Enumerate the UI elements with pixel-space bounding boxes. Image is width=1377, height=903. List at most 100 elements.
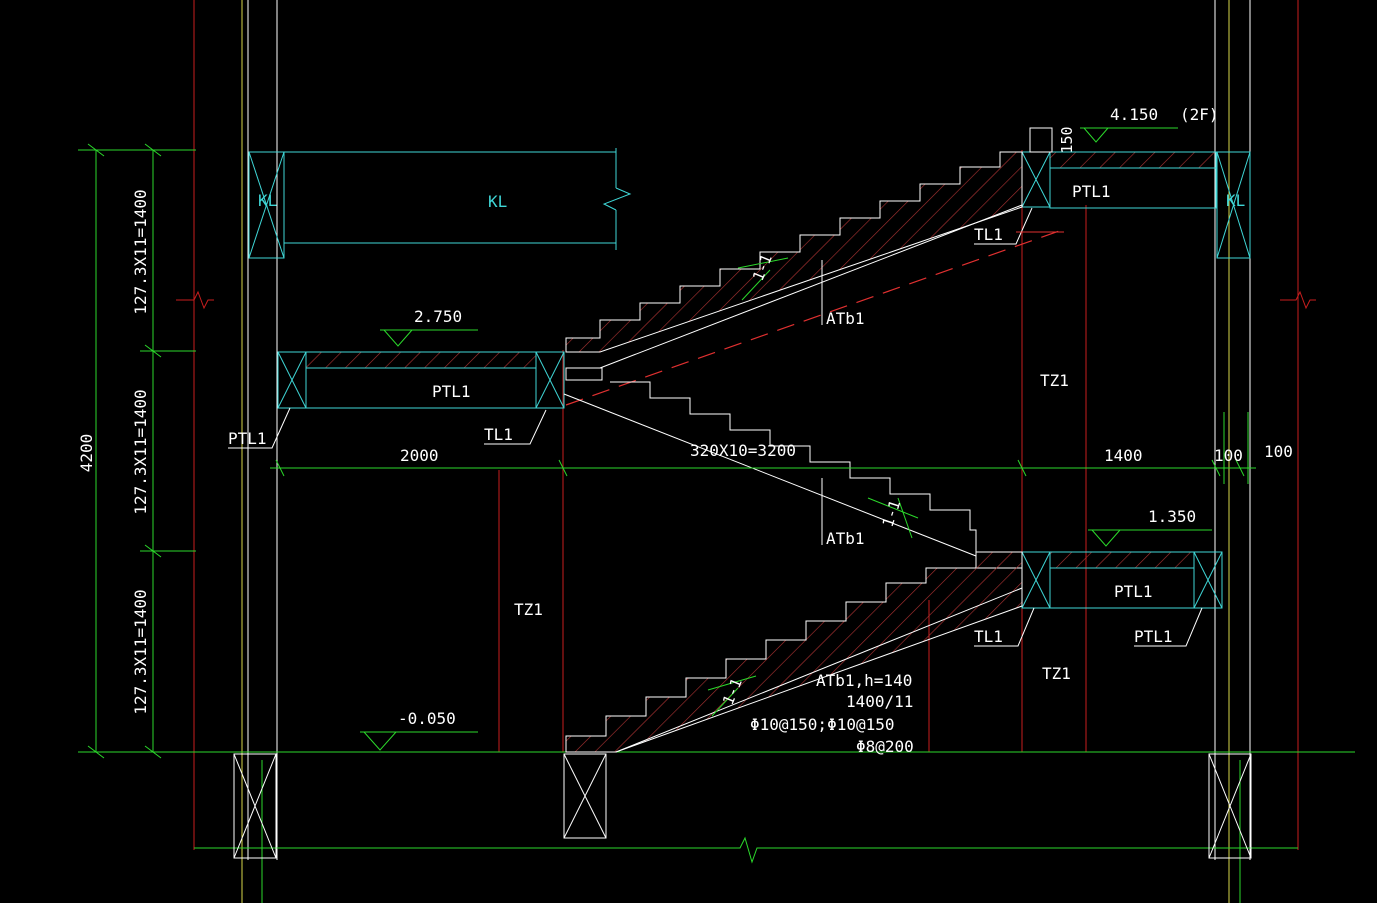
elev-mid-marker bbox=[1088, 529, 1212, 547]
tick-b bbox=[87, 745, 105, 759]
ptl-mid-x2 bbox=[1193, 551, 1223, 609]
dim-flight-lower: 127.3X11=1400 bbox=[131, 589, 150, 714]
label-ptl-mid-tag: PTL1 bbox=[1134, 627, 1173, 646]
tl-left-box bbox=[535, 351, 565, 409]
section-mark-middle-b bbox=[897, 497, 913, 539]
elev-top-note: (2F) bbox=[1180, 105, 1219, 124]
label-tl-mid: TL1 bbox=[974, 627, 1003, 646]
middle-flight bbox=[563, 381, 977, 557]
horizontal-dimensions bbox=[270, 412, 1256, 484]
tick-h-4 bbox=[1211, 459, 1221, 477]
footing-right bbox=[1208, 753, 1252, 859]
label-tz-left: TZ1 bbox=[514, 600, 543, 619]
ptl-mid-box bbox=[1193, 551, 1223, 609]
break-mark-left bbox=[176, 290, 214, 310]
label-tz-right-upper: TZ1 bbox=[1040, 371, 1069, 390]
tick-h-1 bbox=[275, 459, 285, 477]
label-atb-middle: ATb1 bbox=[826, 529, 865, 548]
tick-h-3 bbox=[1017, 459, 1027, 477]
elev-left-triangle bbox=[383, 329, 413, 347]
leader-tl-top bbox=[974, 207, 1033, 245]
column-walls bbox=[247, 0, 1251, 860]
dim-flight-middle: 127.3X11=1400 bbox=[131, 389, 150, 514]
dim-left-landing: 2000 bbox=[400, 446, 439, 465]
lower-flight bbox=[565, 551, 1023, 753]
left-landing bbox=[228, 351, 603, 449]
tick-h-2 bbox=[558, 459, 568, 477]
dim-stair-run: 320X10=3200 bbox=[690, 441, 796, 460]
leader-ptl-left bbox=[228, 407, 291, 449]
kl-right-box bbox=[1216, 151, 1251, 259]
tl-top-x2 bbox=[1021, 151, 1051, 208]
upper-flight-dashed bbox=[565, 229, 1063, 406]
section-mark-lower-a bbox=[707, 675, 757, 691]
ground bbox=[78, 751, 1355, 864]
break-mark-right bbox=[1280, 290, 1316, 310]
stair-spec-rebar-main: Φ10@150;Φ10@150 bbox=[750, 715, 895, 734]
label-ptl-top: PTL1 bbox=[1072, 182, 1111, 201]
tick-f bbox=[144, 745, 162, 759]
dim-total-height: 4200 bbox=[77, 434, 96, 473]
vertical-dimensions bbox=[78, 143, 196, 759]
label-tl-top: TL1 bbox=[974, 225, 1003, 244]
middle-flight-soffit bbox=[563, 393, 977, 557]
elev-top-triangle bbox=[1083, 127, 1109, 143]
label-ptl-mid: PTL1 bbox=[1114, 582, 1153, 601]
tl-left-x2 bbox=[535, 351, 565, 409]
section-mark-middle-a bbox=[867, 497, 919, 519]
top-beam bbox=[248, 148, 1251, 259]
leader-tl-mid bbox=[974, 607, 1035, 647]
leader-tl-left bbox=[484, 409, 547, 445]
dim-flight-upper: 127.3X11=1400 bbox=[131, 189, 150, 314]
footing-left bbox=[233, 753, 277, 859]
footing-left-x2 bbox=[233, 753, 277, 859]
leader-ptl-mid bbox=[1134, 607, 1203, 647]
tick-d bbox=[144, 344, 162, 358]
footing-right-x2 bbox=[1208, 753, 1252, 859]
label-tl-left: TL1 bbox=[484, 425, 513, 444]
dim-right-landing: 1400 bbox=[1104, 446, 1143, 465]
stair-spec-riser: 1400/11 bbox=[846, 692, 913, 711]
upper-flight bbox=[565, 151, 1063, 406]
upper-flight-slab bbox=[565, 151, 1023, 353]
label-ptl-left-tag: PTL1 bbox=[228, 429, 267, 448]
lower-flight-slab bbox=[565, 551, 1023, 753]
elev-top-marker bbox=[1080, 127, 1178, 143]
label-tz-right-lower: TZ1 bbox=[1042, 664, 1071, 683]
lower-flight-soffit bbox=[615, 587, 1023, 753]
left-slab bbox=[305, 351, 537, 369]
ptl-left-box bbox=[277, 351, 307, 409]
elev-upper-landing: 2.750 bbox=[414, 307, 462, 326]
tl-mid-x2 bbox=[1021, 551, 1051, 609]
kl-right-x2 bbox=[1216, 151, 1251, 259]
elev-ground: -0.050 bbox=[398, 709, 456, 728]
elev-ground-marker bbox=[360, 731, 478, 751]
label-kl-left: KL bbox=[258, 191, 277, 210]
kl-left-box bbox=[248, 151, 285, 259]
slab-thk-box bbox=[1029, 127, 1053, 153]
dim-slab-thickness: 150 bbox=[1058, 126, 1076, 153]
stair-spec-name: ATb1,h=140 bbox=[816, 671, 912, 690]
elev-mid-triangle bbox=[1091, 529, 1121, 547]
stair-spec-rebar-dist: Φ8@200 bbox=[856, 737, 914, 756]
flight-seat-left bbox=[565, 367, 603, 381]
elev-mid-landing: 1.350 bbox=[1148, 507, 1196, 526]
footing-mid bbox=[563, 753, 607, 839]
section-mark-upper-b bbox=[741, 269, 771, 301]
tick-c bbox=[144, 143, 162, 157]
label-ptl-left: PTL1 bbox=[432, 382, 471, 401]
kl-left-x2 bbox=[248, 151, 285, 259]
dim-right-offset-a: 100 bbox=[1214, 446, 1243, 465]
label-atb-upper: ATb1 bbox=[826, 309, 865, 328]
section-mark-upper-a bbox=[737, 257, 789, 269]
footing-mid-x2 bbox=[563, 753, 607, 839]
mid-landing bbox=[974, 207, 1223, 647]
ptl-left-x2 bbox=[277, 351, 307, 409]
dim-right-offset-b: 100 bbox=[1264, 442, 1293, 461]
tick-e bbox=[144, 544, 162, 558]
upper-flight-soffit bbox=[599, 204, 1023, 369]
kl-break bbox=[602, 187, 632, 211]
label-kl: KL bbox=[488, 192, 507, 211]
